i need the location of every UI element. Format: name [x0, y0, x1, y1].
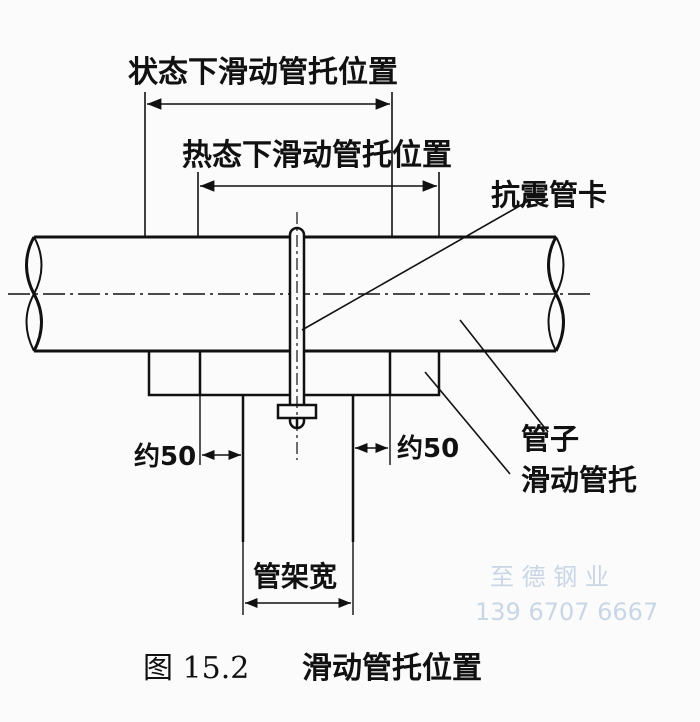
cold-position-dimension [144, 92, 393, 237]
caption-number: 图 15.2 [143, 651, 249, 686]
label-approx-left: 约50 [134, 441, 196, 472]
pipe-rack [241, 395, 355, 542]
label-cold-position: 状态下滑动管托位置 [128, 55, 398, 90]
shoe-extension-lines [199, 395, 391, 465]
label-rack-width: 管架宽 [253, 560, 337, 593]
label-seismic-clamp: 抗震管卡 [491, 178, 607, 212]
leader-lines [301, 199, 549, 475]
label-sliding-support: 滑动管托 [521, 463, 637, 497]
approx-50-dimensions [202, 442, 388, 461]
label-hot-position: 热态下滑动管托位置 [182, 138, 452, 173]
watermark-phone: 139 6707 6667 [475, 598, 658, 626]
label-approx-right: 约50 [397, 433, 459, 464]
caption-title: 滑动管托位置 [302, 651, 482, 686]
watermark-company: 至 德 钢 业 [490, 563, 609, 591]
label-pipe: 管子 [521, 422, 579, 456]
rack-width-dimension [242, 542, 354, 615]
hot-position-dimension [197, 172, 440, 237]
